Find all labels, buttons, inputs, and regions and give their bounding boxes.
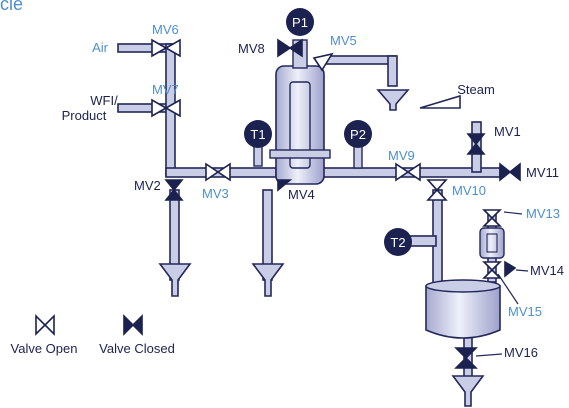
mv14-label: MV14 [530, 263, 564, 278]
p1-gauge-label: P1 [292, 15, 308, 30]
mv15-label: MV15 [508, 304, 542, 319]
funnel-mv4-icon [251, 263, 285, 297]
mv9-valve-open-icon[interactable] [395, 162, 421, 182]
mv3-valve-open-icon[interactable] [205, 162, 231, 182]
mv11-label: MV11 [526, 165, 559, 180]
mv4-valve-closed-icon[interactable] [277, 179, 293, 192]
mv10-label: MV10 [452, 183, 486, 198]
p1-gauge-icon [286, 8, 314, 36]
mv1-label: MV1 [494, 124, 521, 139]
product-tank [425, 279, 501, 339]
filter-housing [269, 39, 331, 185]
mv15-valve-open-icon[interactable] [482, 261, 502, 279]
funnel-mv16-icon [451, 375, 485, 407]
mv6-valve-open-icon[interactable] [151, 38, 181, 58]
mv1-valve-closed-icon[interactable] [466, 133, 486, 155]
mv11-valve-closed-icon[interactable] [499, 162, 521, 182]
p2-gauge-label: P2 [350, 127, 366, 142]
t1-gauge-icon [244, 120, 272, 148]
funnel-mv2-icon [158, 263, 192, 297]
mv14-valve-closed-icon[interactable] [504, 260, 517, 278]
mv5-vent-drop [387, 55, 398, 87]
product-label: Product [62, 108, 107, 123]
mv2-valve-closed-icon[interactable] [164, 179, 184, 201]
vent-filter [479, 227, 505, 259]
mv2-label: MV2 [134, 178, 161, 193]
mv3-label: MV3 [202, 186, 229, 201]
air-label: Air [92, 40, 109, 55]
legend-closed-icon [123, 314, 143, 336]
t1-gauge-label: T1 [250, 127, 265, 142]
mv9-label: MV9 [388, 148, 415, 163]
mv5-valve-open-icon[interactable] [312, 52, 334, 72]
funnel-mv5-icon [376, 89, 410, 111]
legend-open-icon [35, 314, 55, 336]
mv5-vent-pipe [325, 55, 397, 65]
t2-gauge-label: T2 [390, 235, 405, 250]
legend-closed-label: Valve Closed [99, 341, 175, 356]
wfi-label: WFI/ [90, 93, 118, 108]
steam-label: Steam [457, 82, 495, 97]
mv7-valve-open-icon[interactable] [151, 98, 181, 118]
legend-open-label: Valve Open [11, 341, 78, 356]
steam-trap-icon [419, 94, 461, 109]
mv13-valve-open-icon[interactable] [482, 209, 502, 227]
mv16-valve-closed-icon[interactable] [454, 347, 478, 369]
mv13-label: MV13 [526, 206, 560, 221]
mv7-label: MV7 [152, 82, 179, 97]
mv10-valve-open-icon[interactable] [426, 179, 448, 201]
mv8-valve-closed-icon[interactable] [277, 38, 303, 58]
header-fragment: cle [0, 0, 23, 14]
mv4-label: MV4 [288, 187, 315, 202]
mv5-label: MV5 [330, 33, 357, 48]
mv16-label: MV16 [504, 345, 538, 360]
p2-gauge-icon [344, 120, 372, 148]
mv6-label: MV6 [152, 22, 179, 37]
mv8-label: MV8 [238, 41, 265, 56]
t2-gauge-icon [384, 228, 412, 256]
